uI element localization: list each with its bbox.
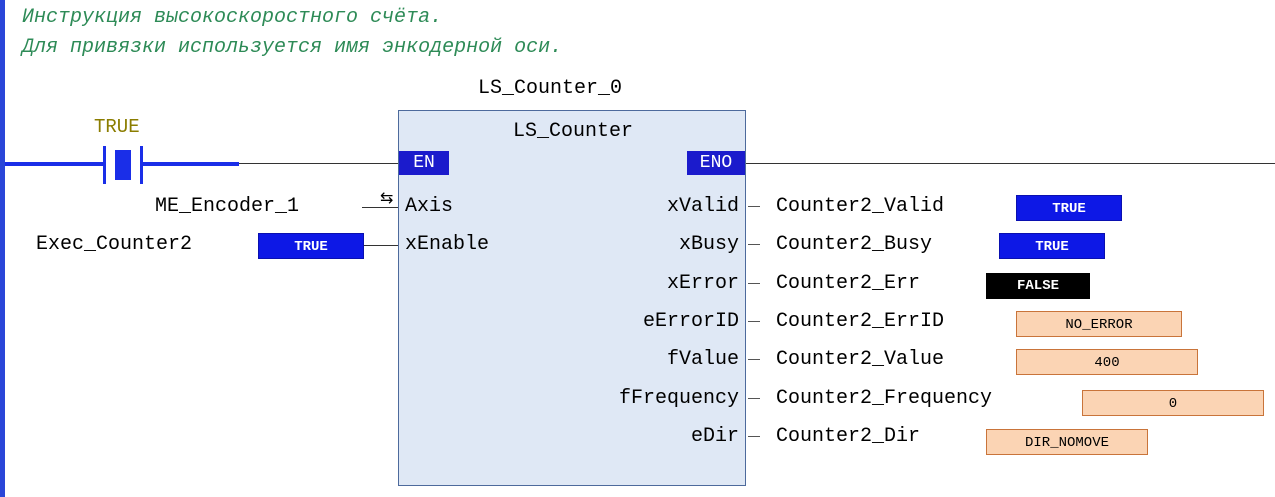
pin-axis[interactable]: Axis	[405, 195, 454, 218]
pin-xbusy[interactable]: xBusy	[678, 233, 739, 256]
wire-fvalue	[748, 359, 760, 360]
wire-xvalid	[748, 206, 760, 207]
network-comment-line-1: Инструкция высокоскоростного счёта.	[22, 6, 443, 29]
pin-eno[interactable]: ENO	[687, 151, 745, 175]
input-var-xenable[interactable]: Exec_Counter2	[36, 233, 193, 256]
output-var-eerrorid[interactable]: Counter2_ErrID	[776, 310, 945, 333]
online-value-exec-counter2[interactable]: TRUE	[258, 233, 364, 259]
contact-left-bar	[103, 146, 106, 184]
wire-xerror	[748, 283, 760, 284]
pin-en[interactable]: EN	[399, 151, 449, 175]
contact-value-label: TRUE	[94, 116, 140, 138]
fb-instance-name[interactable]: LS_Counter_0	[478, 77, 623, 100]
online-value-counter2-valid[interactable]: TRUE	[1016, 195, 1122, 221]
online-value-counter2-dir[interactable]: DIR_NOMOVE	[986, 429, 1148, 455]
pin-ffrequency[interactable]: fFrequency	[618, 387, 739, 410]
contact-right-bar	[140, 146, 143, 184]
online-value-counter2-busy[interactable]: TRUE	[999, 233, 1105, 259]
contact-energized-fill	[115, 150, 131, 180]
rung-wire-left	[5, 162, 105, 166]
network-comment-line-2: Для привязки используется имя энкодерной…	[22, 36, 563, 59]
wire-xenable	[364, 245, 398, 246]
wire-ffrequency	[748, 398, 760, 399]
output-var-xbusy[interactable]: Counter2_Busy	[776, 233, 933, 256]
pin-xvalid[interactable]: xValid	[666, 195, 739, 218]
pin-xerror[interactable]: xError	[666, 272, 739, 295]
pin-fvalue[interactable]: fValue	[666, 348, 739, 371]
output-var-xerror[interactable]: Counter2_Err	[776, 272, 921, 295]
rung-wire-after-contact	[143, 162, 239, 166]
wire-edir	[748, 436, 760, 437]
online-value-counter2-errid[interactable]: NO_ERROR	[1016, 311, 1182, 337]
online-value-counter2-err[interactable]: FALSE	[986, 273, 1090, 299]
rung-wire-to-en	[239, 163, 399, 164]
online-value-counter2-value[interactable]: 400	[1016, 349, 1198, 375]
wire-eerrorid	[748, 321, 760, 322]
fb-type-name: LS_Counter	[512, 120, 634, 143]
pin-edir[interactable]: eDir	[690, 425, 739, 448]
output-var-fvalue[interactable]: Counter2_Value	[776, 348, 945, 371]
wire-axis	[362, 207, 398, 208]
online-value-counter2-frequency[interactable]: 0	[1082, 390, 1264, 416]
contact-no[interactable]	[103, 146, 143, 184]
input-var-axis[interactable]: ME_Encoder_1	[155, 195, 300, 218]
inout-arrows-icon: ⇆	[380, 188, 394, 207]
power-rail	[0, 0, 5, 497]
rung-wire-from-eno	[746, 163, 1275, 164]
pin-eerrorid[interactable]: eErrorID	[642, 310, 739, 333]
output-var-edir[interactable]: Counter2_Dir	[776, 425, 921, 448]
function-block-ls-counter[interactable]: LS_Counter EN ENO Axis xEnable xValid xB…	[398, 110, 746, 486]
pin-xenable[interactable]: xEnable	[405, 233, 490, 256]
output-var-xvalid[interactable]: Counter2_Valid	[776, 195, 945, 218]
output-var-ffrequency[interactable]: Counter2_Frequency	[776, 387, 993, 410]
wire-xbusy	[748, 244, 760, 245]
